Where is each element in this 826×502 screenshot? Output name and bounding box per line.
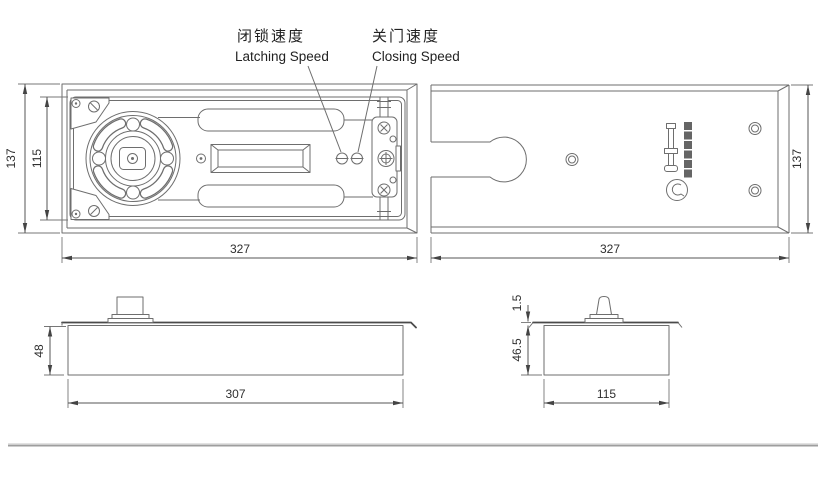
body-end-profile [543, 325, 670, 376]
dim-label-48: 48 [32, 344, 46, 358]
end-view: 1.5 46.5 115 [510, 294, 683, 408]
dim-label-1-5: 1.5 [510, 294, 524, 311]
cam-hole-n [126, 117, 140, 132]
dim-label-46-5: 46.5 [510, 338, 524, 362]
cam-assembly [85, 111, 181, 206]
cover-screw-hole-bottom [748, 184, 762, 197]
cover-plate-edge [61, 321, 417, 329]
dim-label-137-right: 137 [790, 149, 804, 169]
dim-v3-width: 307 [67, 379, 404, 408]
cam-hole-w [92, 151, 106, 166]
right-bracket-assembly [371, 96, 401, 221]
spindle-keyhole-cutout [431, 136, 527, 183]
cam-slots [92, 118, 174, 199]
corner-bracket-bottom-left [70, 188, 110, 220]
dim-v4-lip: 1.5 [510, 294, 531, 323]
mechanism-plate [69, 96, 406, 221]
top-view-mechanism: 137 115 327 [4, 83, 418, 263]
latching-speed-label-zh: 闭锁速度 [237, 28, 305, 45]
latching-leader-line [307, 65, 342, 153]
dim-v3-height: 48 [32, 326, 66, 376]
cover-center-hole [565, 153, 579, 166]
dim-label-115-bottom: 115 [597, 387, 616, 401]
side-tab [395, 145, 401, 172]
dim-v4-width: 115 [543, 379, 670, 408]
dim-label-115-left: 115 [30, 149, 44, 168]
top-pad [197, 108, 345, 132]
dim-label-307: 307 [225, 387, 245, 401]
cam-hole-e [160, 151, 174, 166]
spindle-side [107, 296, 154, 323]
closing-leader-line [357, 65, 378, 153]
dim-v1-outer-height: 137 [4, 83, 60, 234]
cover-plate-view: 327 137 [430, 84, 813, 263]
bottom-pad [197, 184, 345, 208]
closing-speed-valve [350, 152, 364, 165]
dim-label-137-left: 137 [4, 148, 18, 168]
side-view: 48 307 [32, 296, 417, 408]
dim-label-327-v1: 327 [230, 242, 250, 256]
case-outline [61, 83, 418, 234]
center-boss [210, 144, 311, 173]
latching-speed-valve [335, 152, 349, 165]
cover-screw-hole-top [748, 122, 762, 135]
speed-callouts: 闭锁速度 Latching Speed 关门速度 Closing Speed [235, 28, 460, 153]
latching-speed-label-en: Latching Speed [235, 49, 329, 64]
dim-v2-height: 137 [790, 84, 813, 234]
dim-label-327-v2: 327 [600, 242, 620, 256]
body-profile [67, 325, 404, 376]
bottom-divider [8, 443, 818, 447]
spindle-end [584, 296, 624, 323]
dim-v4-depth: 46.5 [510, 325, 542, 376]
brand-logo [664, 122, 692, 201]
dim-v1-inner-height: 115 [30, 96, 68, 221]
closing-speed-label-en: Closing Speed [372, 49, 460, 64]
corner-bracket-top-left [70, 97, 110, 130]
cam-hole-s [126, 185, 140, 200]
body-casting [158, 108, 373, 208]
cover-outline [430, 84, 790, 234]
closing-speed-label-zh: 关门速度 [372, 28, 440, 45]
dim-v2-width: 327 [430, 237, 790, 263]
dim-v1-width: 327 [61, 237, 418, 263]
